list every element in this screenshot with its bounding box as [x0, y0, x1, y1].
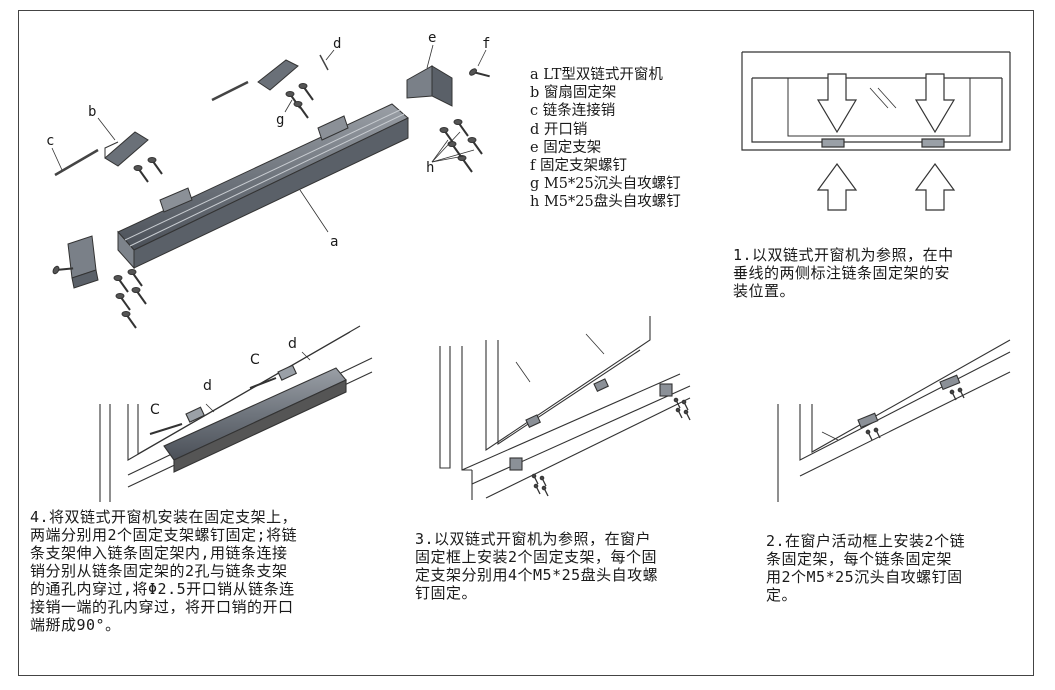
step4-window-diagram: [99, 325, 373, 502]
part-label-g: g: [276, 112, 285, 128]
step2-window-diagram: [777, 339, 1011, 502]
dim-label-c2: C: [250, 352, 260, 368]
screw-group-bottom: [113, 268, 147, 329]
legend-item: c 链条连接销: [530, 103, 616, 120]
part-label-f: f: [482, 36, 491, 52]
bracket-screw-f: [467, 62, 491, 87]
leader-lines: [51, 44, 487, 233]
fixed-bracket-e: [406, 65, 453, 107]
legend-item: g M5*25沉头自攻螺钉: [530, 176, 681, 193]
legend-item: h M5*25盘头自攻螺钉: [530, 194, 681, 211]
legend-item: a LT型双链式开窗机: [530, 67, 663, 83]
actuator-bar: [117, 103, 409, 270]
sash-bracket-b: [104, 131, 149, 167]
legend-item: d 开口销: [530, 121, 588, 138]
part-label-d: d: [333, 36, 342, 52]
parts-legend: a LT型双链式开窗机 b 窗扇固定架 c 链条连接销 d 开口销 e 固定支架…: [530, 66, 681, 212]
sash-bracket-top: [257, 59, 299, 91]
exploded-view: [50, 44, 491, 329]
chain-pin-top: [211, 80, 249, 102]
step1-window-diagram: [741, 51, 1011, 211]
legend-item: f 固定支架螺钉: [530, 158, 627, 175]
step3-window-diagram: [439, 316, 691, 500]
dim-label-d1: d: [203, 378, 212, 394]
chain-pin-c: [54, 148, 99, 177]
step3-text: 3.以双链式开窗机为参照，在窗户 固定框上安装2个固定支架，每个固 定支架分别用…: [415, 530, 659, 602]
part-label-b: b: [88, 104, 97, 120]
page-frame: [18, 10, 1034, 676]
part-label-e: e: [428, 30, 437, 46]
legend-item: b 窗扇固定架: [530, 85, 617, 102]
part-label-a: a: [330, 234, 339, 250]
dim-label-d2: d: [288, 336, 297, 352]
screw-group-h: [439, 118, 483, 173]
legend-item: e 固定支架: [530, 139, 602, 156]
step1-text: 1.以双链式开窗机为参照，在中 垂线的两侧标注链条固定架的安 装位置。: [733, 246, 954, 300]
fixed-bracket-left: [67, 235, 99, 289]
part-label-c: c: [46, 133, 55, 149]
dim-label-c1: C: [150, 402, 160, 418]
part-label-h: h: [426, 160, 435, 176]
step2-text: 2.在窗户活动框上安装2个链 条固定架，每个链条固定架 用2个M5*25沉头自攻…: [766, 532, 966, 604]
cotter-pin-d: [319, 54, 329, 71]
step4-text: 4.将双链式开窗机安装在固定支架上， 两端分别用2个固定支架螺钉固定;将链 条支…: [30, 508, 298, 634]
